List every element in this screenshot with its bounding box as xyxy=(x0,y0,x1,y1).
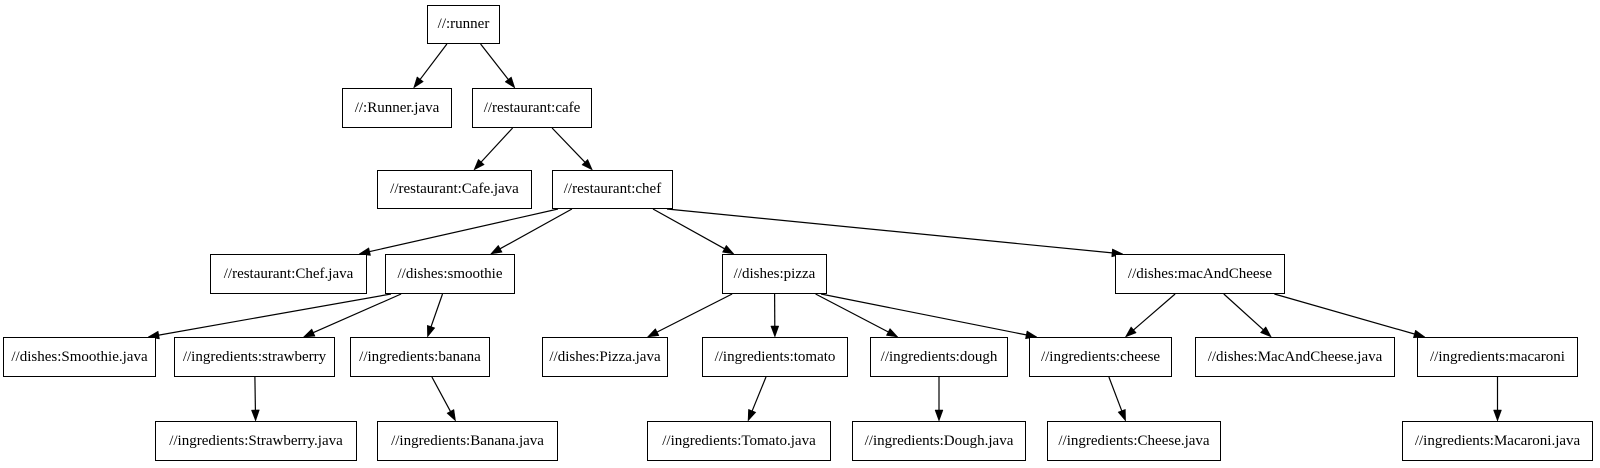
graph-edge-chef-smoothie xyxy=(499,208,573,250)
graph-arrowhead-cafe-chef xyxy=(581,158,593,171)
graph-edge-pizza-cheese xyxy=(820,293,1027,336)
graph-node-label: //:runner xyxy=(437,16,490,32)
graph-edge-cafe-chef xyxy=(551,127,586,163)
graph-node-label: //ingredients:tomato xyxy=(714,348,836,365)
graph-arrowhead-banana-banana_java xyxy=(446,409,456,422)
graph-edge-smoothie-strawberry xyxy=(313,293,402,334)
graph-arrowhead-cafe-cafe_java xyxy=(473,158,485,171)
graph-edge-mac_and_cheese-mac_and_cheese_java xyxy=(1223,293,1264,331)
graph-node-runner_java: //:Runner.java xyxy=(342,88,452,128)
graph-node-tomato_java: //ingredients:Tomato.java xyxy=(647,421,831,461)
graph-arrowhead-runner-runner_java xyxy=(413,76,424,89)
graph-arrowhead-mac_and_cheese-mac_and_cheese_java xyxy=(1259,326,1272,338)
graph-node-banana_java: //ingredients:Banana.java xyxy=(377,421,558,461)
graph-arrowhead-chef-smoothie xyxy=(489,244,503,255)
graph-node-chef_java: //restaurant:Chef.java xyxy=(210,254,367,294)
graph-edge-tomato-tomato_java xyxy=(751,376,767,412)
graph-node-smoothie: //dishes:smoothie xyxy=(385,254,515,294)
graph-arrowhead-pizza-dough xyxy=(885,327,899,338)
graph-node-cafe_java: //restaurant:Cafe.java xyxy=(377,170,532,209)
graph-node-pizza_java: //dishes:Pizza.java xyxy=(542,337,668,377)
graph-node-label: //ingredients:Macaroni.java xyxy=(1414,432,1581,449)
graph-edge-runner-runner_java xyxy=(419,43,448,80)
graph-node-pizza: //dishes:pizza xyxy=(722,254,827,294)
graph-node-macaroni: //ingredients:macaroni xyxy=(1417,337,1578,377)
graph-edge-pizza-dough xyxy=(815,293,889,333)
graph-arrowhead-runner-cafe xyxy=(504,76,516,89)
graph-arrowhead-chef-pizza xyxy=(722,244,735,255)
graph-edge-cafe-cafe_java xyxy=(480,127,514,163)
graph-node-label: //ingredients:macaroni xyxy=(1430,348,1565,365)
graph-edge-smoothie-banana xyxy=(430,293,444,327)
graph-node-macaroni_java: //ingredients:Macaroni.java xyxy=(1402,421,1593,461)
graph-edge-pizza-pizza_java xyxy=(656,293,733,333)
graph-node-mac_and_cheese: //dishes:macAndCheese xyxy=(1115,254,1285,294)
graph-node-tomato: //ingredients:tomato xyxy=(702,337,848,377)
graph-node-label: //ingredients:Dough.java xyxy=(864,432,1014,449)
graph-node-label: //dishes:Pizza.java xyxy=(549,348,661,365)
graph-node-cheese: //ingredients:cheese xyxy=(1029,337,1172,377)
graph-node-label: //restaurant:Chef.java xyxy=(223,265,354,282)
graph-node-label: //dishes:Smoothie.java xyxy=(11,348,148,365)
graph-node-label: //dishes:pizza xyxy=(733,265,816,282)
graph-edge-chef-mac_and_cheese xyxy=(666,208,1113,254)
graph-arrowhead-dough-dough_java xyxy=(934,409,944,422)
graph-arrowhead-pizza-tomato xyxy=(770,325,780,338)
graph-arrowhead-tomato-tomato_java xyxy=(747,408,757,422)
graph-edge-banana-banana_java xyxy=(431,376,451,412)
graph-node-label: //:Runner.java xyxy=(354,99,440,116)
graph-node-label: //ingredients:Cheese.java xyxy=(1058,432,1210,449)
graph-node-label: //ingredients:Banana.java xyxy=(391,432,544,449)
graph-edge-smoothie-smoothie_java xyxy=(158,293,392,336)
graph-node-label: //ingredients:Tomato.java xyxy=(662,432,816,449)
graph-edge-chef-chef_java xyxy=(369,208,559,253)
graph-node-mac_and_cheese_java: //dishes:MacAndCheese.java xyxy=(1195,337,1395,377)
graph-edge-strawberry-strawberry_java xyxy=(254,376,256,411)
graph-node-chef: //restaurant:chef xyxy=(552,170,673,209)
graph-edge-chef-pizza xyxy=(652,208,725,250)
graph-node-strawberry_java: //ingredients:Strawberry.java xyxy=(155,421,357,461)
graph-node-runner: //:runner xyxy=(427,5,500,44)
graph-arrowhead-pizza-pizza_java xyxy=(646,328,660,338)
graph-node-label: //restaurant:chef xyxy=(563,181,662,197)
graph-arrowhead-cheese-cheese_java xyxy=(1117,408,1126,422)
graph-node-dough_java: //ingredients:Dough.java xyxy=(852,421,1026,461)
graph-arrowhead-smoothie-strawberry xyxy=(302,328,316,338)
graph-arrowhead-mac_and_cheese-cheese xyxy=(1124,326,1137,338)
graph-arrowhead-strawberry-strawberry_java xyxy=(251,409,260,422)
graph-node-label: //ingredients:Strawberry.java xyxy=(169,432,343,449)
graph-node-label: //dishes:smoothie xyxy=(397,265,503,282)
graph-node-strawberry: //ingredients:strawberry xyxy=(174,337,335,377)
graph-edge-mac_and_cheese-cheese xyxy=(1133,293,1176,331)
graph-node-label: //ingredients:strawberry xyxy=(182,348,327,365)
graph-arrowhead-smoothie-banana xyxy=(427,324,436,338)
graph-node-label: //ingredients:cheese xyxy=(1040,348,1161,365)
graph-node-label: //restaurant:Cafe.java xyxy=(390,181,519,197)
graph-node-cheese_java: //ingredients:Cheese.java xyxy=(1047,421,1221,461)
graph-node-label: //dishes:macAndCheese xyxy=(1127,265,1273,282)
graph-node-label: //restaurant:cafe xyxy=(483,99,581,116)
graph-edge-mac_and_cheese-macaroni xyxy=(1274,293,1415,335)
graph-node-dough: //ingredients:dough xyxy=(870,337,1008,377)
graph-edge-cheese-cheese_java xyxy=(1108,376,1123,411)
graph-node-label: //ingredients:dough xyxy=(880,348,998,365)
graph-node-label: //ingredients:banana xyxy=(359,348,481,365)
graph-arrowhead-macaroni-macaroni_java xyxy=(1493,409,1502,422)
graph-node-cafe: //restaurant:cafe xyxy=(472,88,592,128)
graph-node-smoothie_java: //dishes:Smoothie.java xyxy=(3,337,156,377)
graph-node-banana: //ingredients:banana xyxy=(350,337,490,377)
graph-node-label: //dishes:MacAndCheese.java xyxy=(1207,348,1383,365)
graph-edge-runner-cafe xyxy=(480,43,509,80)
